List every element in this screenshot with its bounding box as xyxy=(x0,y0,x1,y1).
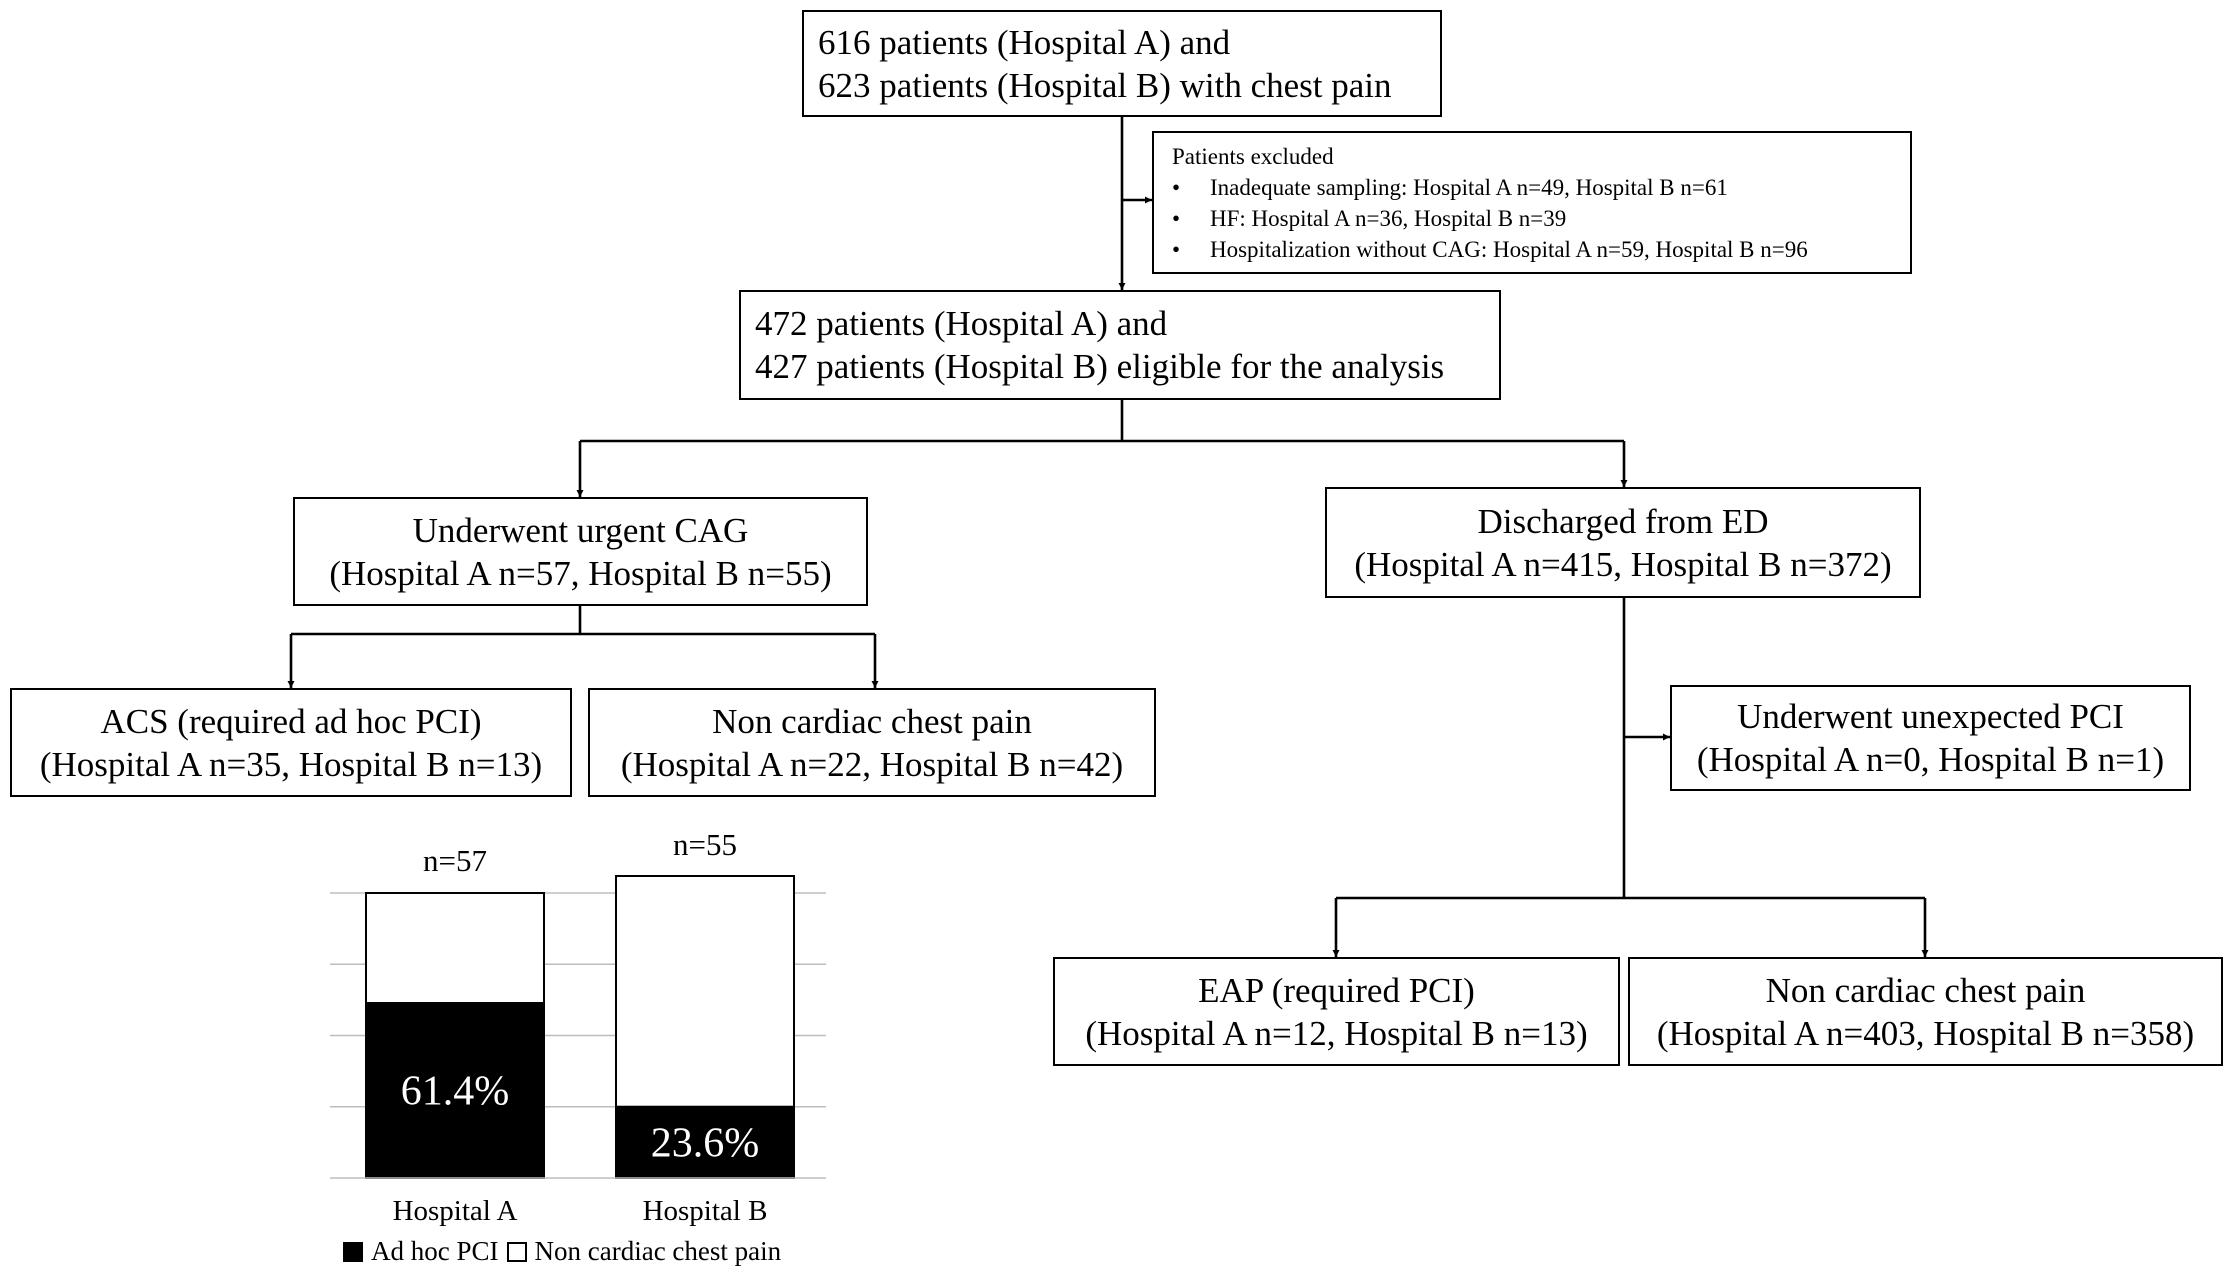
excluded-item-sampling: Inadequate sampling: Hospital A n=49, Ho… xyxy=(1172,172,1910,203)
legend-swatch-ad-hoc-pci xyxy=(343,1241,363,1262)
chart-legend: Ad hoc PCI Non cardiac chest pain xyxy=(343,1236,781,1267)
legend-swatch-non-cardiac xyxy=(506,1241,527,1262)
excluded-item-hf: HF: Hospital A n=36, Hospital B n=39 xyxy=(1172,203,1910,234)
legend-label-ad-hoc-pci: Ad hoc PCI xyxy=(371,1236,499,1266)
discharged-line-2: (Hospital A n=415, Hospital B n=372) xyxy=(1354,544,1892,584)
non-cardiac-right-line-1: Non cardiac chest pain xyxy=(1765,970,2086,1010)
eligible-patients-box: 472 patients (Hospital A) and 427 patien… xyxy=(739,290,1501,400)
excluded-list: Inadequate sampling: Hospital A n=49, Ho… xyxy=(1172,172,1910,265)
initial-patients-box: 616 patients (Hospital A) and 623 patien… xyxy=(802,10,1442,117)
bar-ad-hoc-pci-1 xyxy=(615,1105,795,1180)
legend-label-non-cardiac: Non cardiac chest pain xyxy=(534,1236,782,1266)
unexpected-pci-line-2: (Hospital A n=0, Hospital B n=1) xyxy=(1696,740,2165,779)
acs-line-2: (Hospital A n=35, Hospital B n=13) xyxy=(39,744,543,784)
discharged-ed-box: Discharged from ED (Hospital A n=415, Ho… xyxy=(1325,487,1921,598)
bar-label-1: 23.6% xyxy=(651,1120,760,1166)
excluded-title: Patients excluded xyxy=(1172,143,1334,169)
initial-line-1: 616 patients (Hospital A) and xyxy=(818,22,1231,62)
unexpected-pci-box: Underwent unexpected PCI (Hospital A n=0… xyxy=(1670,685,2191,791)
non-cardiac-left-box: Non cardiac chest pain (Hospital A n=22,… xyxy=(588,688,1156,797)
bar-ad-hoc-pci-0 xyxy=(365,1002,545,1180)
urgent-cag-line-1: Underwent urgent CAG xyxy=(412,510,749,550)
bar-total-hospital-a: n=57 xyxy=(423,843,487,878)
excluded-patients-box: Patients excluded Inadequate sampling: H… xyxy=(1152,131,1912,274)
eap-line-1: EAP (required PCI) xyxy=(1198,970,1475,1010)
excluded-item-no-cag: Hospitalization without CAG: Hospital A … xyxy=(1172,234,1910,265)
urgent-cag-box: Underwent urgent CAG (Hospital A n=57, H… xyxy=(293,497,868,606)
acs-box: ACS (required ad hoc PCI) (Hospital A n=… xyxy=(10,688,572,797)
non-cardiac-right-box: Non cardiac chest pain (Hospital A n=403… xyxy=(1628,957,2223,1066)
stacked-bar-chart: 61.4% 23.6% xyxy=(330,875,826,1180)
non-cardiac-left-line-1: Non cardiac chest pain xyxy=(712,701,1032,741)
eligible-line-2: 427 patients (Hospital B) eligible for t… xyxy=(755,347,1445,386)
bar-label-0: 61.4% xyxy=(401,1069,510,1115)
eap-line-2: (Hospital A n=12, Hospital B n=13) xyxy=(1085,1013,1588,1053)
eap-box: EAP (required PCI) (Hospital A n=12, Hos… xyxy=(1053,957,1620,1066)
non-cardiac-left-line-2: (Hospital A n=22, Hospital B n=42) xyxy=(620,744,1124,784)
discharged-line-1: Discharged from ED xyxy=(1477,501,1769,541)
x-tick-hospital-b: Hospital B xyxy=(642,1195,768,1227)
unexpected-pci-line-1: Underwent unexpected PCI xyxy=(1737,697,2124,736)
x-tick-hospital-a: Hospital A xyxy=(392,1195,518,1227)
urgent-cag-line-2: (Hospital A n=57, Hospital B n=55) xyxy=(329,553,832,593)
eligible-line-1: 472 patients (Hospital A) and xyxy=(755,304,1168,343)
initial-line-2: 623 patients (Hospital B) with chest pai… xyxy=(818,65,1392,105)
non-cardiac-right-line-2: (Hospital A n=403, Hospital B n=358) xyxy=(1656,1013,2195,1053)
bar-total-hospital-b: n=55 xyxy=(673,827,737,862)
acs-line-1: ACS (required ad hoc PCI) xyxy=(100,701,482,741)
